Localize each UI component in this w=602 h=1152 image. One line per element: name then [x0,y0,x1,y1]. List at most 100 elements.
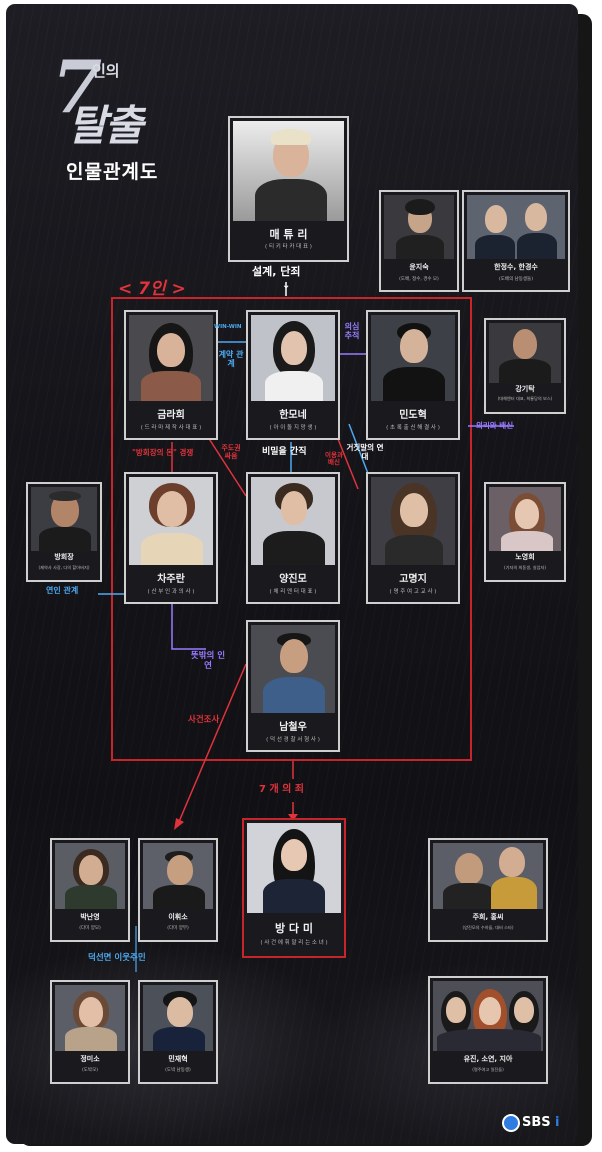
photo-namcheolwoo [251,625,335,713]
role-hanmone: ( 아 이 돌 지 망 생 ) [269,425,317,431]
photo-noyounghee [489,487,561,551]
card-chajuran: 차주란 ( 산 부 인 과 의 사 ) [124,472,218,604]
photo-yujin [433,981,543,1051]
name-mindohyuk: 민도혁 [399,410,427,421]
arrow-down-icon: ⌄ [282,280,291,291]
role-banghoejang: (제약사 사장, 다의 할아버지) [38,565,90,570]
name-maeryuri: 매 튜 리 [269,228,308,241]
label-secret: 비밀을 간직 [262,447,307,457]
photo-jungmiso [55,985,125,1051]
role-noyounghee: (기자의 희동생, 실업자) [504,565,546,570]
name-minjaehyuk: 민재혁 [168,1055,188,1063]
title-logo-small: 인의 [92,62,120,80]
role-jungmiso: (도박모) [82,1068,98,1073]
role-minjaehyuk: (도박 남동생) [165,1068,191,1073]
label-seven: < 7인 > [118,279,186,299]
sbs-logo-icon [502,1114,520,1132]
role-leehwiso: (다미 양부) [167,926,189,931]
name-bangdami: 방 다 미 [274,922,314,935]
card-namcheolwoo: 남철우 ( 덕 선 경 찰 서 형 사 ) [246,620,340,752]
name-namcheolwoo: 남철우 [279,722,307,733]
label-contract: 계약 관계 [218,350,244,369]
name-yoonjisuk: 윤지숙 [409,263,429,271]
role-mindohyuk: ( 초 록 출 신 해 결 사 ) [386,425,440,431]
name-kangkitak: 강기탁 [515,385,535,393]
card-noyounghee: 노영희 (기자의 희동생, 실업자) [484,482,566,582]
label-lover: 연인 관계 [46,586,79,595]
sbs-logo: SBS i [502,1112,562,1134]
label-winwin: WIN-WIN [214,324,242,330]
seven-frame [111,297,472,761]
photo-maeryuri [233,121,344,221]
label-fate: 뜻밖의 인연 [190,651,226,671]
sbs-logo-text: SBS [522,1115,551,1130]
photo-yoonjisuk [384,195,454,259]
role-parknanyoung: (다미 양모) [79,926,101,931]
photo-leehwiso [143,843,213,909]
card-kangkitak: 강기탁 (대해엔터 대표, 희룡당의 보스) [484,318,566,414]
name-parknanyoung: 박난영 [80,913,100,921]
label-spat: 주도권 싸움 [221,444,241,461]
card-bangdami: 방 다 미 ( 사 건 에 휘 말 리 는 소 녀 ) [242,818,346,958]
label-loyalty: 의리와 배신 [476,421,514,430]
photo-kangkitak [489,323,561,383]
name-geumrahee: 금라희 [157,410,185,421]
role-bangdami: ( 사 건 에 휘 말 리 는 소 녀 ) [260,940,328,946]
name-noyounghee: 노영희 [515,553,535,561]
role-gomyeongji: ( 명 주 여 고 교 사 ) [389,589,437,595]
card-maeryuri: 매 튜 리 ( 티 키 타 카 대 표 ) [228,116,349,262]
role-namcheolwoo: ( 덕 선 경 찰 서 형 사 ) [266,737,320,743]
card-banghoejang: 방회장 (제약사 사장, 다의 할아버지) [26,482,102,582]
role-twins: (도배의 남동생들) [499,277,533,282]
label-investigate: 사건조사 [188,715,220,725]
photo-bangdami [247,823,341,913]
photo-twins [467,195,565,259]
photo-mindohyuk [371,315,455,401]
name-leehwiso: 이휘소 [168,913,188,921]
title-subtitle: 인물관계도 [66,161,159,183]
card-mindohyuk: 민도혁 ( 초 록 출 신 해 결 사 ) [366,310,460,440]
card-twins: 한정수, 한경수 (도배의 남동생들) [462,190,570,292]
card-yujin: 유진, 소연, 지아 (명주여고 일진들) [428,976,548,1084]
name-banghoejang: 방회장 [54,553,74,561]
card-jungmiso: 정미소 (도박모) [50,980,130,1084]
role-yujin: (명주여고 일진들) [472,1067,504,1072]
name-hanmone: 한모네 [279,410,307,421]
title-logo-number: 7 [52,44,103,129]
role-geumrahee: ( 드 라 마 제 작 사 대 표 ) [140,425,202,431]
photo-juhee [433,843,543,909]
role-juhee: (양진모의 수하들, 대비 스타) [462,925,514,930]
label-suspicion: 의심 추적 [344,322,360,341]
name-juhee: 주희, 홍씨 [472,913,504,921]
name-chajuran: 차주란 [157,574,185,585]
card-geumrahee: 금라희 ( 드 라 마 제 작 사 대 표 ) [124,310,218,440]
role-chajuran: ( 산 부 인 과 의 사 ) [147,589,195,595]
label-interest: 이용과 배신 [325,451,343,467]
role-maeryuri: ( 티 키 타 카 대 표 ) [265,244,312,250]
title-logo-main: 탈출 [68,101,143,150]
photo-gomyeongji [371,477,455,565]
name-jungmiso: 정미소 [80,1055,100,1063]
label-design: 설계, 단죄 [252,265,301,278]
label-neighbors: 덕선면 이웃주민 [88,953,146,963]
card-gomyeongji: 고명지 ( 명 주 여 고 교 사 ) [366,472,460,604]
photo-minjaehyuk [143,985,213,1051]
photo-parknanyoung [55,843,125,909]
label-lie: 거짓말의 연대 [346,443,384,461]
card-juhee: 주희, 홍씨 (양진모의 수하들, 대비 스타) [428,838,548,942]
card-hanmone: 한모네 ( 아 이 돌 지 망 생 ) [246,310,340,440]
label-money: "방회장의 돈" 경쟁 [132,448,194,457]
photo-hanmone [251,315,335,401]
photo-chajuran [129,477,213,565]
card-leehwiso: 이휘소 (다미 양부) [138,838,218,942]
relationship-lines [98,282,514,972]
relationship-poster: 7 인의 탈출 인물관계도 [6,4,578,1144]
name-twins: 한정수, 한경수 [494,263,538,271]
card-parknanyoung: 박난영 (다미 양모) [50,838,130,942]
label-sins: 7 개 의 죄 [259,784,305,795]
card-yoonjisuk: 윤지숙 (도배, 정수, 경수 모) [379,190,459,292]
name-yujin: 유진, 소연, 지아 [463,1055,513,1063]
name-gomyeongji: 고명지 [399,574,427,585]
role-yangjinmo: ( 체 리 엔 터 대 표 ) [269,589,317,595]
photo-banghoejang [31,487,97,551]
